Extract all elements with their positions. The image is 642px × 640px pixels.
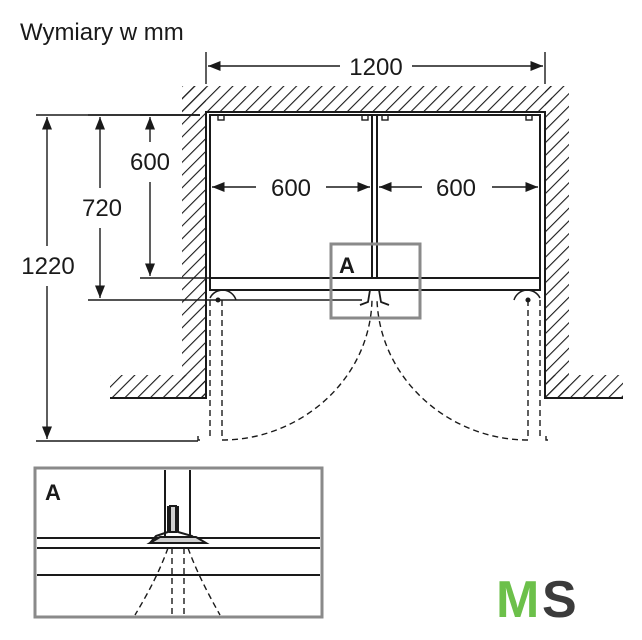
dimension-total-width [205,52,546,84]
logo-letter-m: M [496,571,539,629]
niche-walls [110,86,623,399]
diagram-title: Wymiary w mm [20,19,184,46]
fridge-body [209,114,541,291]
detail-marker-box [329,242,422,320]
dimension-depth-door-open [36,114,200,442]
label-depth-body: 600 [130,149,170,176]
open-doors [197,299,552,441]
logo-letter-s: S [542,571,577,629]
label-left-door-width: 600 [271,175,311,202]
ms-logo: M S [496,571,577,629]
label-depth-with-door: 720 [82,195,122,222]
label-total-width: 1200 [349,54,402,81]
label-right-door-width: 600 [436,175,476,202]
label-depth-door-open: 1220 [21,253,74,280]
detail-view [33,466,324,619]
detail-marker-letter: A [339,253,355,278]
door-handles [359,289,390,306]
detail-view-label: A [45,480,61,505]
dimension-depth-with-door [88,114,362,301]
